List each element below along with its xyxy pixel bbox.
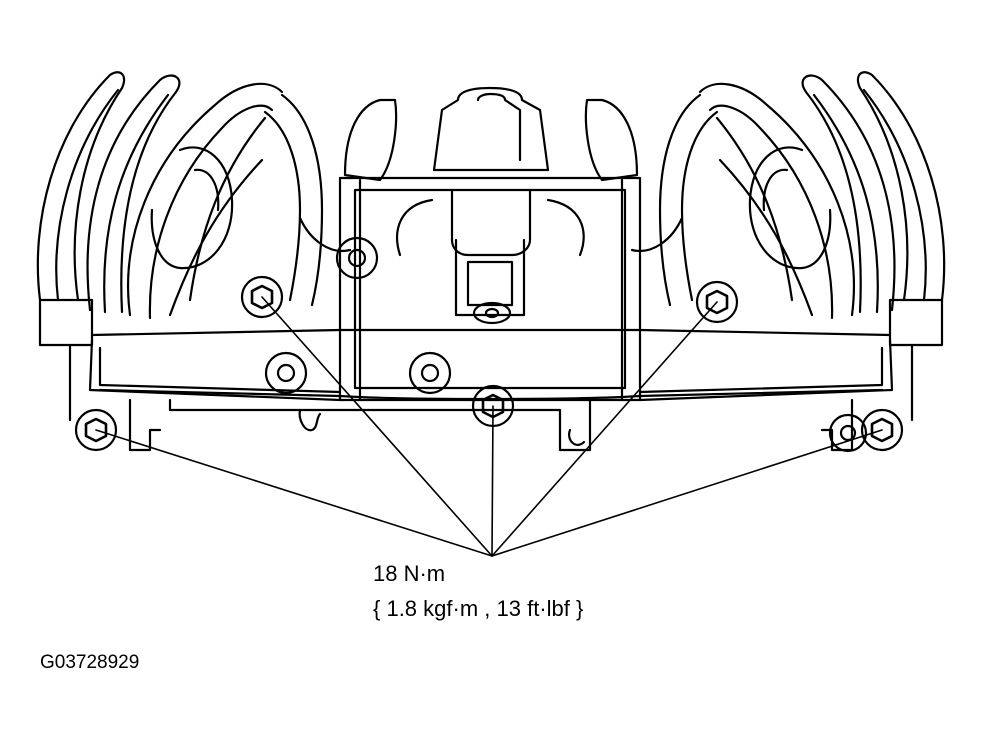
bolts — [74, 236, 904, 453]
right-intake-runners — [630, 71, 946, 320]
leader-lines — [95, 296, 883, 557]
left-intake-runners — [36, 71, 352, 320]
bolt-lower-left — [74, 408, 118, 452]
bolt-upper-right — [695, 280, 739, 324]
torque-value-alt-units: { 1.8 kgf·m , 13 ft·lbf } — [373, 596, 584, 621]
stud-mid-left — [264, 351, 308, 395]
manifold-flange — [38, 298, 944, 452]
figure-id: G03728929 — [40, 652, 140, 673]
bolt-upper-left — [240, 275, 284, 319]
stud-lower-right — [828, 413, 868, 453]
bolt-lower-right — [860, 408, 904, 452]
stud-mid-center — [408, 351, 452, 395]
central-plenum — [338, 86, 642, 402]
torque-value-nm: 18 N·m — [373, 561, 446, 586]
stud-upper-center — [335, 236, 379, 280]
